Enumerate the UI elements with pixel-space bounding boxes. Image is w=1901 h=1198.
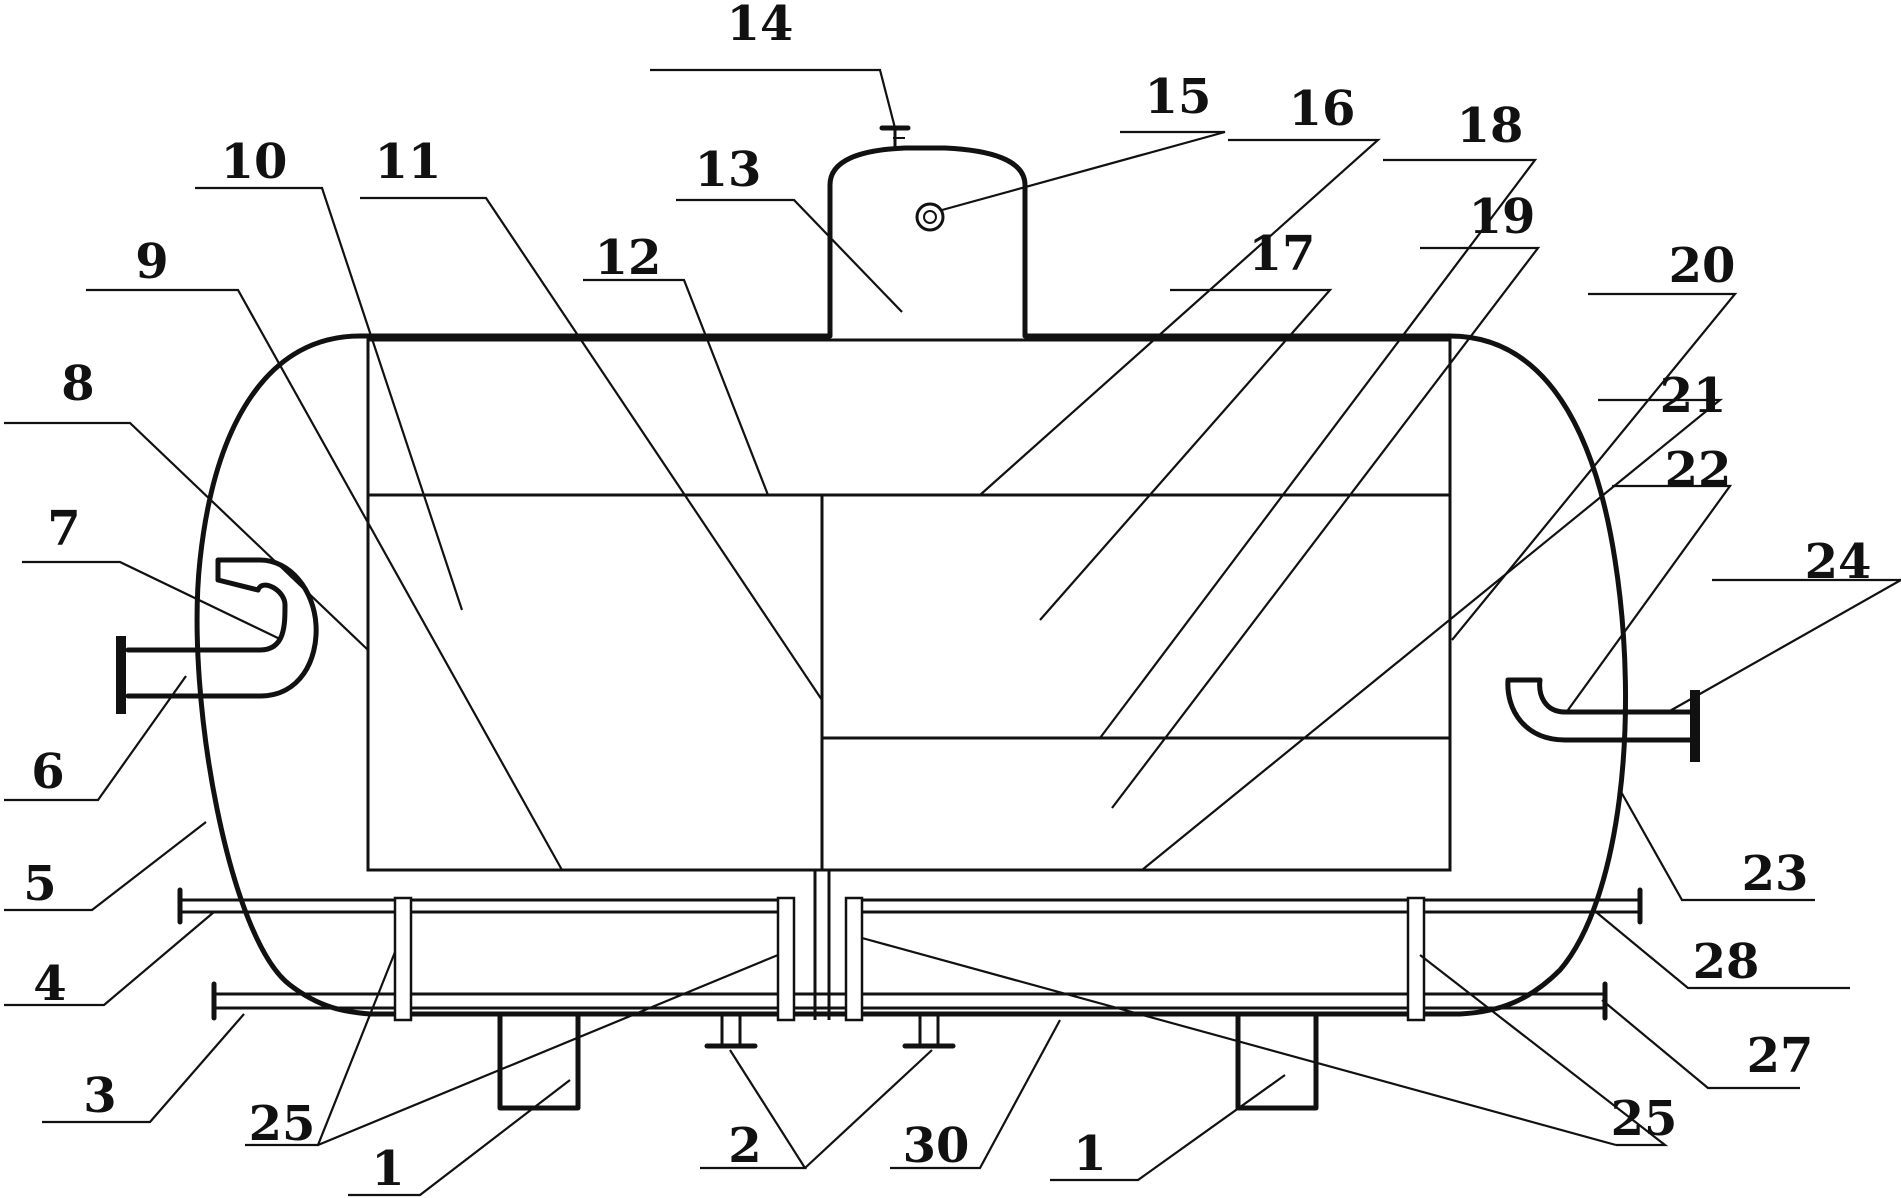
label-4: 4 [33, 956, 66, 1012]
inlet-pipe [116, 557, 319, 714]
label-7: 7 [47, 501, 80, 557]
vertical-risers [393, 870, 1426, 1022]
inner-box [366, 338, 1452, 872]
upper-manifold [177, 887, 1643, 925]
label-8: 8 [61, 356, 94, 412]
label-9: 9 [135, 234, 168, 290]
label-11: 11 [375, 134, 442, 190]
label-2: 2 [728, 1118, 761, 1174]
label-18: 18 [1457, 98, 1524, 154]
label-27: 27 [1747, 1028, 1814, 1084]
label-30: 30 [903, 1118, 970, 1174]
label-12: 12 [595, 230, 662, 286]
label-28: 28 [1693, 934, 1760, 990]
vessel-shell [194, 145, 1629, 1017]
label-13: 13 [695, 142, 762, 198]
part-labels: 14 15 16 18 19 17 20 21 22 24 23 28 27 2… [23, 0, 1871, 1197]
pressure-gauge [915, 202, 945, 232]
label-21: 21 [1660, 368, 1727, 424]
drain-nozzle-left [704, 1014, 758, 1049]
label-6: 6 [31, 744, 64, 800]
lower-manifold [211, 981, 1608, 1021]
outlet-pipe [1505, 677, 1700, 762]
drain-nozzle-right [902, 1014, 956, 1049]
label-20: 20 [1669, 238, 1736, 294]
label-16: 16 [1289, 81, 1356, 137]
label-25-right: 25 [1611, 1091, 1678, 1147]
label-1-left: 1 [371, 1141, 404, 1197]
label-23: 23 [1742, 846, 1809, 902]
label-24: 24 [1805, 534, 1872, 590]
label-14: 14 [727, 0, 794, 52]
right-support-saddle [1235, 1011, 1319, 1111]
label-25-left: 25 [249, 1096, 316, 1152]
label-15: 15 [1145, 69, 1212, 125]
leader-lines [4, 68, 1901, 1197]
label-22: 22 [1665, 442, 1732, 498]
label-1-right: 1 [1073, 1126, 1106, 1182]
label-10: 10 [221, 134, 288, 190]
label-19: 19 [1469, 189, 1536, 245]
label-17: 17 [1249, 226, 1316, 282]
label-3: 3 [83, 1068, 116, 1124]
label-5: 5 [23, 856, 56, 912]
left-support-saddle [497, 1011, 581, 1111]
